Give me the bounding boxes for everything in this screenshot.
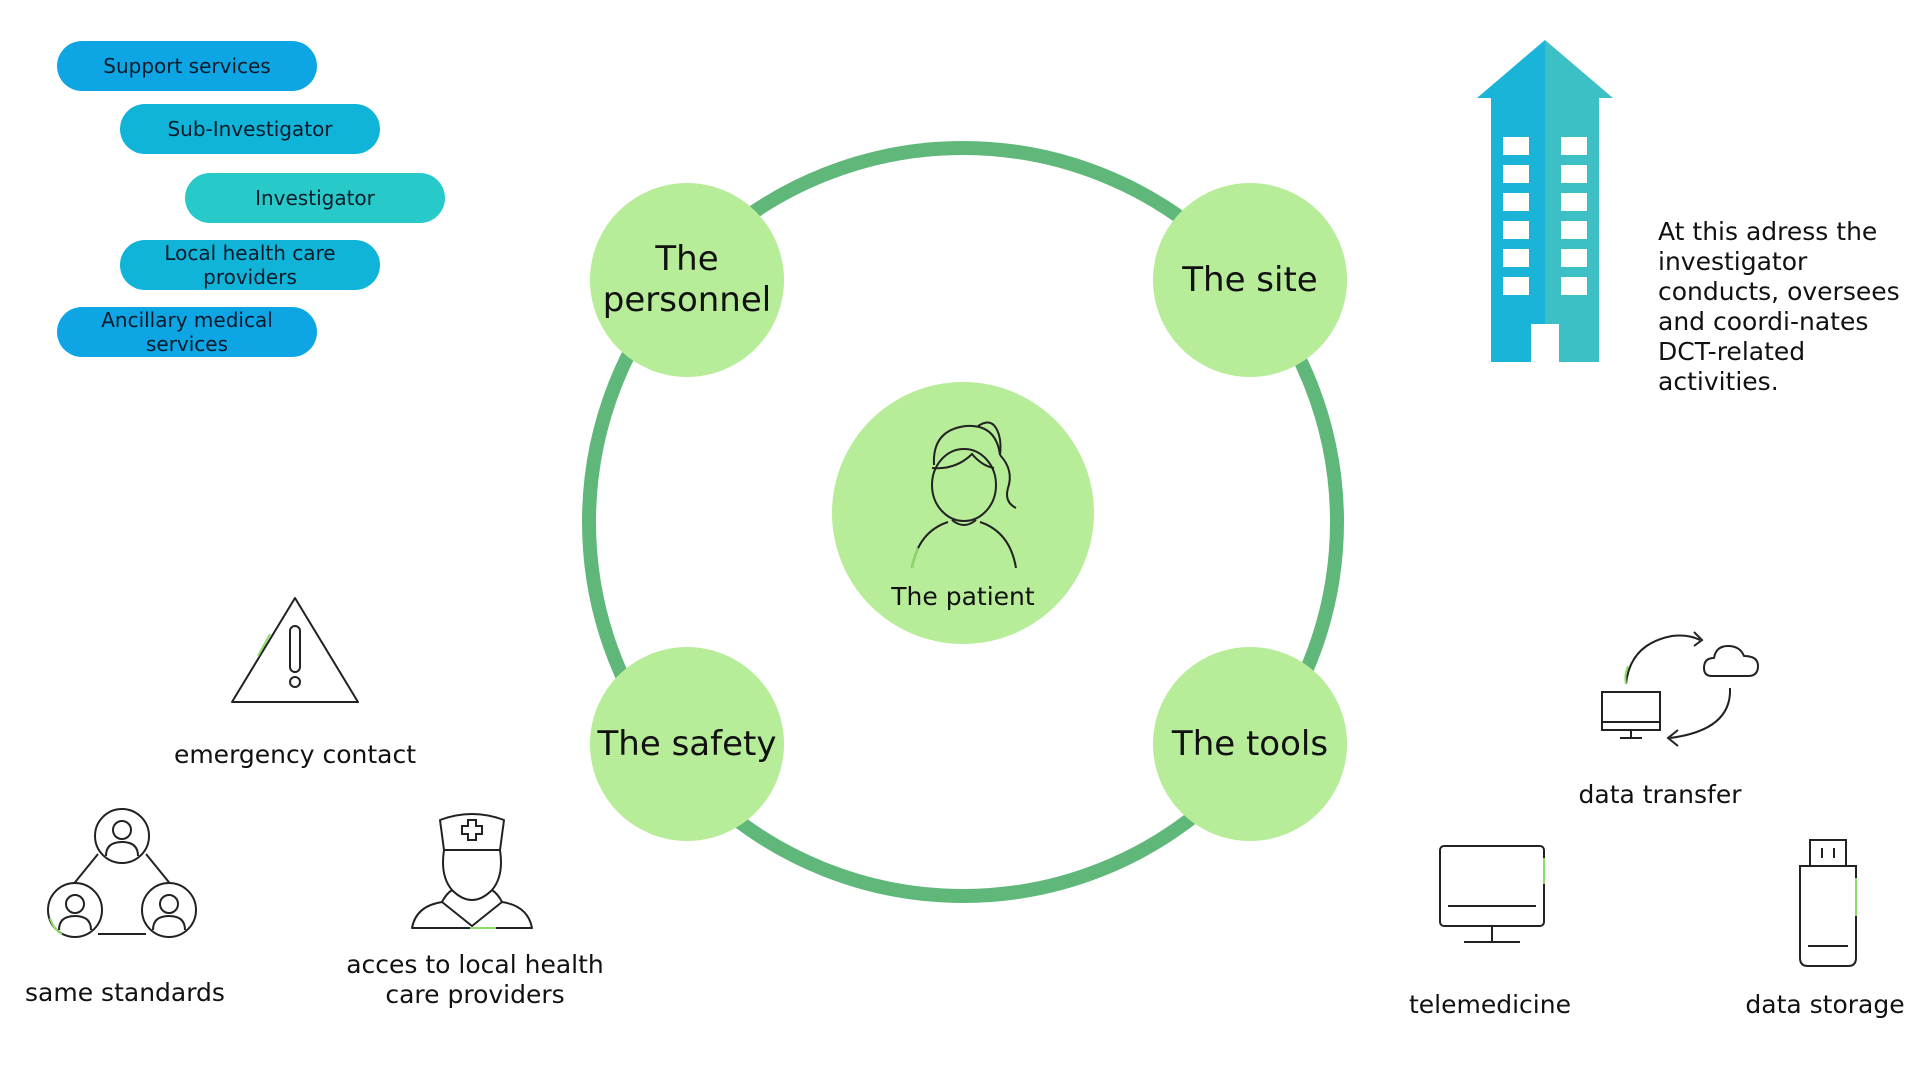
emergency-contact-label: emergency contact — [173, 740, 417, 769]
role-pill-ancillary-medical-services: Ancillary medical services — [57, 307, 317, 357]
pillar-tools: The tools — [1153, 647, 1347, 841]
role-pill-investigator: Investigator — [185, 173, 445, 223]
people-network-icon — [47, 808, 197, 938]
role-label: Local health care providers — [164, 241, 336, 289]
pillar-label: The site — [1182, 259, 1318, 300]
monitor-icon — [1439, 845, 1545, 943]
site-description: At this adress the investigator conducts… — [1658, 217, 1900, 396]
data-storage-label: data storage — [1745, 990, 1905, 1019]
patient-icon — [911, 421, 1017, 569]
role-label: Ancillary medical services — [101, 308, 273, 356]
role-pill-local-health-care-providers: Local health care providers — [120, 240, 380, 290]
telemedicine-label: telemedicine — [1409, 990, 1571, 1019]
pillar-label: The tools — [1171, 723, 1329, 764]
role-pill-sub-investigator: Sub-Investigator — [120, 104, 380, 154]
local-providers-label: acces to local health care providers — [346, 950, 604, 1009]
pillar-personnel: The personnel — [590, 183, 784, 377]
same-standards-label: same standards — [25, 978, 225, 1007]
patient-node: The patient — [832, 382, 1094, 644]
patient-label: The patient — [891, 582, 1035, 611]
role-label: Investigator — [255, 186, 375, 210]
role-label: Sub-Investigator — [167, 117, 333, 141]
pillar-safety: The safety — [590, 647, 784, 841]
pillar-label: The personnel — [602, 239, 772, 320]
building-icon — [1477, 40, 1613, 362]
role-pill-support-services: Support services — [57, 41, 317, 91]
cloud-sync-icon — [1601, 631, 1759, 747]
pillar-site: The site — [1153, 183, 1347, 377]
nurse-icon — [411, 813, 533, 929]
warning-icon — [231, 597, 359, 703]
role-label: Support services — [103, 54, 271, 78]
data-transfer-label: data transfer — [1578, 780, 1742, 809]
usb-drive-icon — [1799, 839, 1857, 967]
pillar-label: The safety — [597, 723, 777, 764]
